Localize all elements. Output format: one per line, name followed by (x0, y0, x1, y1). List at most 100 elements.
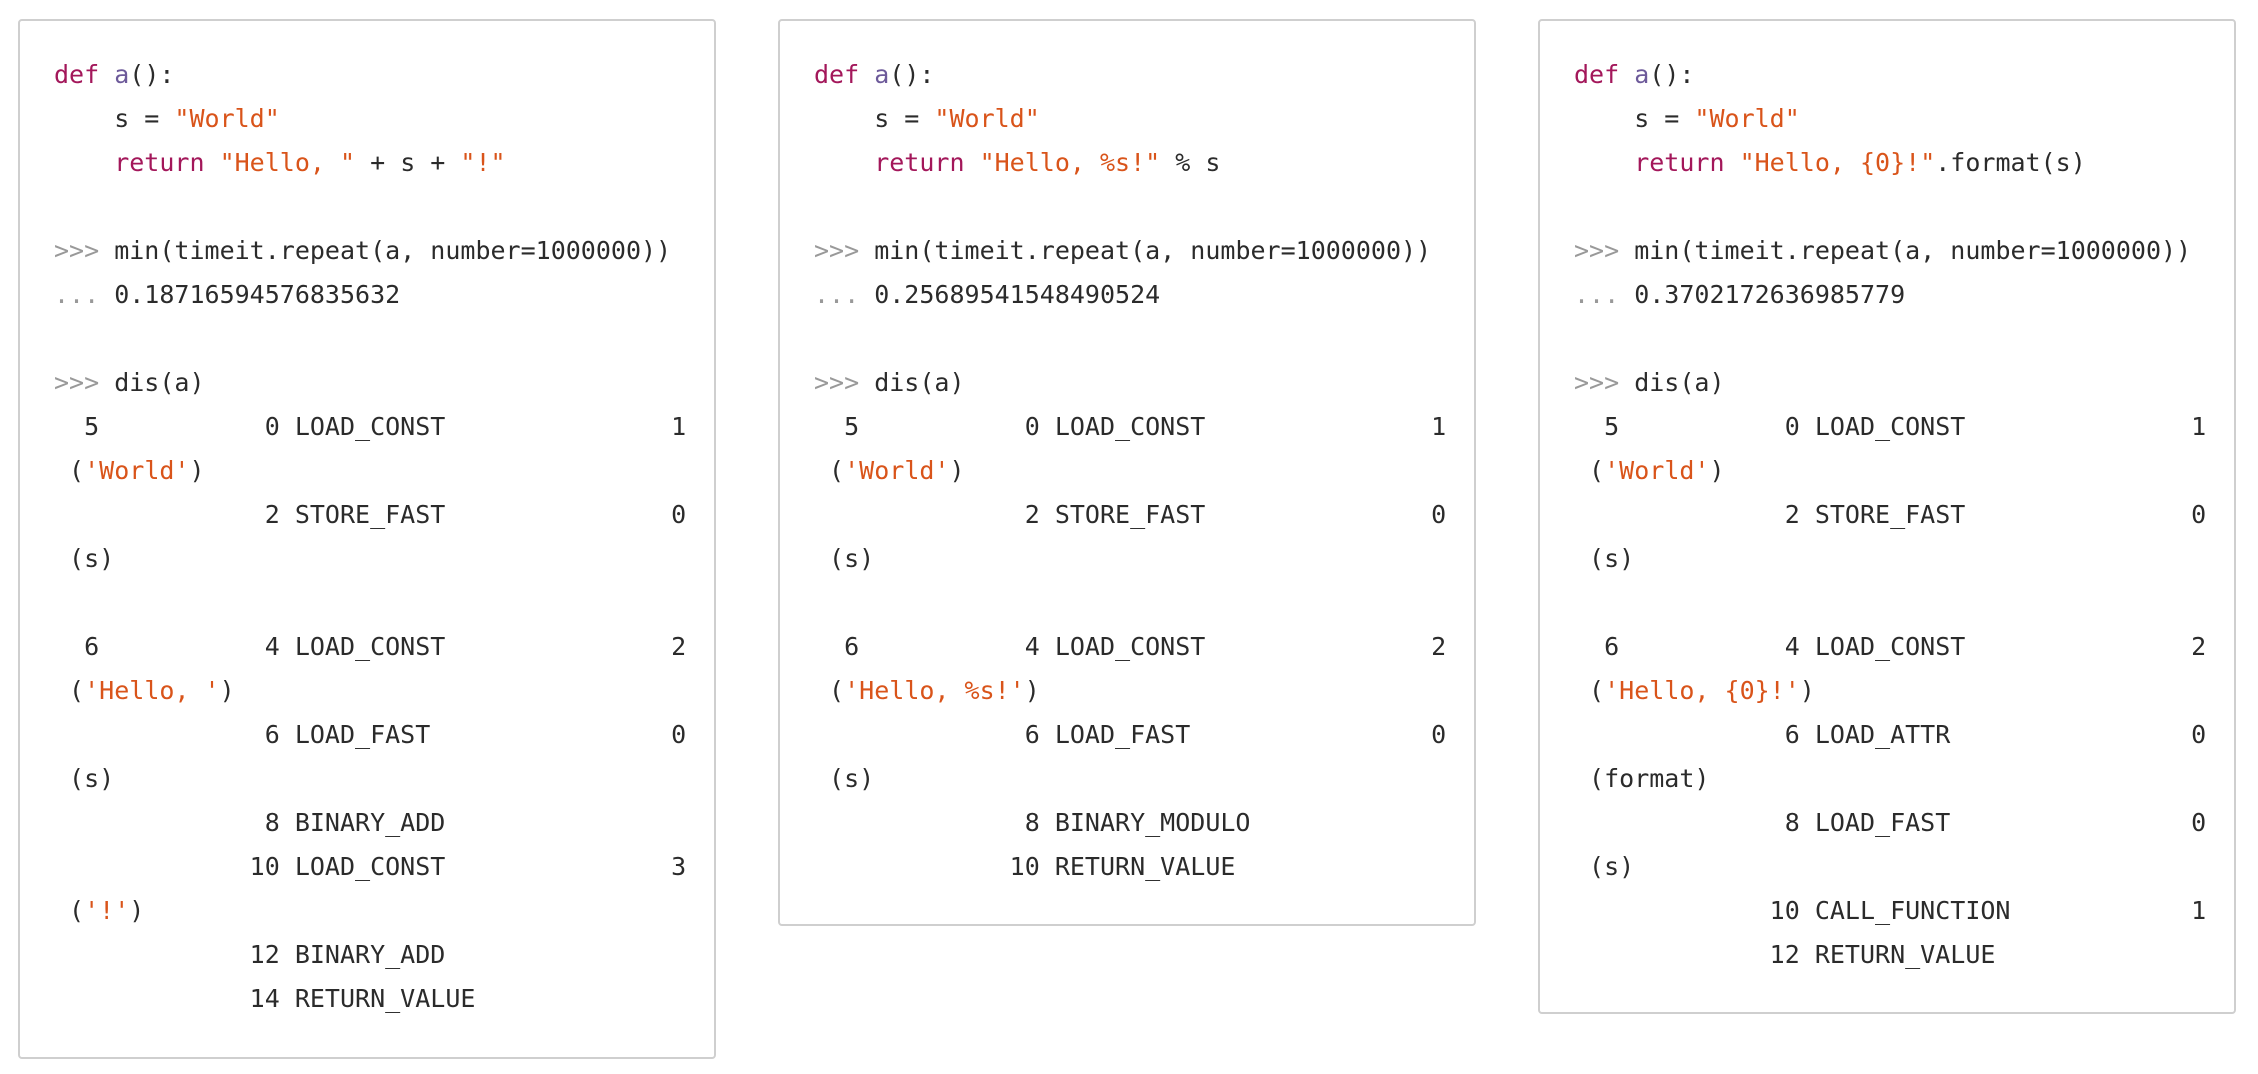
code-token: % s (1160, 148, 1221, 177)
prompt-token: ... (54, 280, 100, 309)
code-line: 8 BINARY_ADD (54, 801, 446, 845)
code-line: 14 RETURN_VALUE (54, 977, 476, 1021)
code-token: 6 4 LOAD_CONST 2 (1574, 632, 2207, 661)
code-line: ('Hello, ') (54, 669, 235, 713)
code-line: 10 LOAD_CONST 3 (54, 845, 687, 889)
string-token: 'World' (1604, 456, 1710, 485)
code-token: ) (949, 456, 965, 485)
code-token: 2 STORE_FAST 0 (54, 500, 687, 529)
prompt-token: >>> (814, 368, 860, 397)
code-line: >>> min(timeit.repeat(a, number=1000000)… (814, 229, 1431, 273)
keyword-token: def (1574, 60, 1620, 89)
code-token: + s + (355, 148, 461, 177)
code-token: ( (54, 896, 85, 925)
code-line: return "Hello, {0}!".format(s) (1574, 141, 2086, 185)
code-token: 6 LOAD_FAST 0 (54, 720, 687, 749)
code-panel-str-format: def a(): s = "World" return "Hello, {0}!… (1538, 19, 2236, 1014)
code-token: ( (54, 676, 85, 705)
code-line: (s) (54, 537, 114, 581)
code-token: (): (129, 60, 175, 89)
code-line: 2 STORE_FAST 0 (1574, 493, 2206, 537)
code-line: 6 LOAD_ATTR 0 (1574, 713, 2206, 757)
code-token: ( (814, 456, 845, 485)
code-token: ) (1024, 676, 1040, 705)
code-token: s = (814, 104, 935, 133)
code-token: 10 CALL_FUNCTION 1 (1574, 896, 2207, 925)
code-token: (): (1649, 60, 1695, 89)
function-name-token: a (874, 60, 890, 89)
code-line: 2 STORE_FAST 0 (814, 493, 1446, 537)
code-token: ( (54, 456, 85, 485)
code-line: (s) (1574, 845, 1634, 889)
code-line: 12 BINARY_ADD (54, 933, 446, 977)
keyword-token: return (814, 148, 965, 177)
code-line: ('World') (814, 449, 965, 493)
code-line: (s) (814, 537, 874, 581)
code-line: s = "World" (814, 97, 1040, 141)
code-token (1619, 60, 1634, 89)
code-line: ... 0.18716594576835632 (54, 273, 400, 317)
code-line: 6 4 LOAD_CONST 2 (814, 625, 1446, 669)
code-line: 6 LOAD_FAST 0 (54, 713, 686, 757)
code-token: 12 BINARY_ADD (54, 940, 446, 969)
prompt-token: >>> (54, 236, 100, 265)
code-line: >>> dis(a) (814, 361, 965, 405)
code-line: ('World') (1574, 449, 1725, 493)
code-token: 14 RETURN_VALUE (54, 984, 476, 1013)
function-name-token: a (114, 60, 130, 89)
code-token: s = (54, 104, 175, 133)
prompt-token: >>> (1574, 368, 1620, 397)
code-token: (format) (1574, 764, 1710, 793)
code-token: 0.3702172636985779 (1619, 280, 1906, 309)
code-token: ) (219, 676, 235, 705)
code-panel-percent-format: def a(): s = "World" return "Hello, %s!"… (778, 19, 1476, 926)
keyword-token: return (54, 148, 205, 177)
code-line: 10 RETURN_VALUE (814, 845, 1236, 889)
string-token: "Hello, %s!" (979, 148, 1161, 177)
code-line: 5 0 LOAD_CONST 1 (1574, 405, 2206, 449)
code-token: ) (1799, 676, 1815, 705)
code-line: 6 4 LOAD_CONST 2 (54, 625, 686, 669)
code-token: (s) (54, 764, 115, 793)
string-token: "World" (1694, 104, 1800, 133)
code-token: (s) (814, 544, 875, 573)
code-line: (format) (1574, 757, 1709, 801)
code-line: >>> min(timeit.repeat(a, number=1000000)… (1574, 229, 2191, 273)
code-token: 0.25689541548490524 (859, 280, 1161, 309)
code-line: 10 CALL_FUNCTION 1 (1574, 889, 2207, 933)
string-token: 'World' (84, 456, 190, 485)
code-token: 2 STORE_FAST 0 (814, 500, 1447, 529)
code-token: 6 LOAD_ATTR 0 (1574, 720, 2207, 749)
code-token (205, 148, 220, 177)
code-token: ( (1574, 456, 1605, 485)
code-line: ... 0.3702172636985779 (1574, 273, 1905, 317)
code-token: s = (1574, 104, 1695, 133)
code-token: ( (814, 676, 845, 705)
code-line: s = "World" (1574, 97, 1800, 141)
string-token: "World" (174, 104, 280, 133)
code-line: def a(): (54, 53, 174, 97)
code-token: 6 4 LOAD_CONST 2 (54, 632, 687, 661)
code-token: dis(a) (99, 368, 205, 397)
code-token: min(timeit.repeat(a, number=1000000)) (859, 236, 1432, 265)
code-token: dis(a) (859, 368, 965, 397)
code-line: >>> min(timeit.repeat(a, number=1000000)… (54, 229, 671, 273)
code-token: min(timeit.repeat(a, number=1000000)) (99, 236, 672, 265)
code-token: 8 BINARY_MODULO (814, 808, 1251, 837)
code-token (859, 60, 874, 89)
code-token: 12 RETURN_VALUE (1574, 940, 1996, 969)
function-name-token: a (1634, 60, 1650, 89)
code-token: ) (1709, 456, 1725, 485)
keyword-token: return (1574, 148, 1725, 177)
code-token: 5 0 LOAD_CONST 1 (814, 412, 1447, 441)
code-token: 6 4 LOAD_CONST 2 (814, 632, 1447, 661)
string-token: 'Hello, %s!' (844, 676, 1025, 705)
code-token: (): (889, 60, 935, 89)
code-line: 8 BINARY_MODULO (814, 801, 1251, 845)
code-token: 10 LOAD_CONST 3 (54, 852, 687, 881)
string-token: "Hello, {0}!" (1739, 148, 1936, 177)
code-line: ('World') (54, 449, 204, 493)
prompt-token: ... (1574, 280, 1620, 309)
code-token: ( (1574, 676, 1605, 705)
code-token: dis(a) (1619, 368, 1725, 397)
